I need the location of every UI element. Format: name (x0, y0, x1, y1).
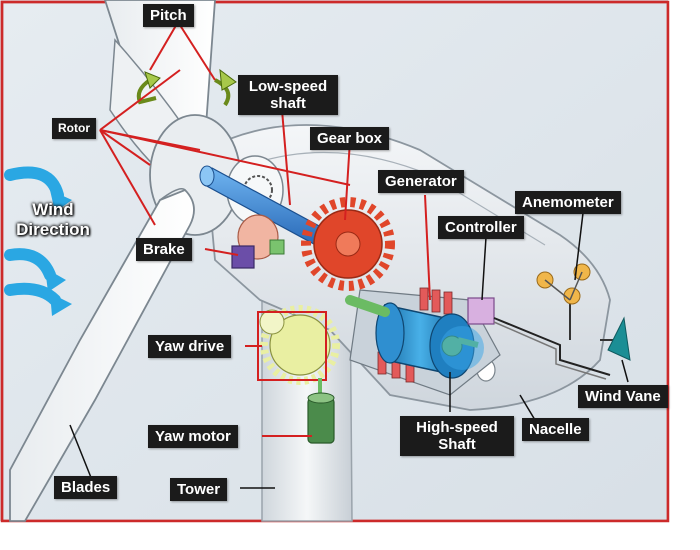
anemometer-art (536, 263, 591, 340)
brake-caliper (231, 245, 255, 269)
label-rotor-text: Rotor (58, 121, 90, 135)
label-pitch-text: Pitch (150, 7, 187, 24)
label-gear-box: Gear box (310, 127, 390, 150)
label-wind-vane: Wind Vane (578, 385, 668, 408)
label-generator: Generator (378, 170, 464, 193)
leader-lines (99, 21, 431, 437)
label-tower: Tower (170, 478, 228, 501)
label-anemometer: Anemometer (515, 191, 621, 214)
gear-box-art (301, 197, 395, 291)
label-wind-direction-line2: Direction (16, 220, 90, 239)
label-yaw-motor: Yaw motor (148, 425, 238, 448)
label-brake: Brake (136, 238, 192, 261)
label-high-speed-shaft-line2: Shaft (438, 436, 476, 453)
label-wind-direction: Wind Direction (4, 200, 102, 240)
label-tower-text: Tower (177, 481, 221, 498)
pitch-arrow-icons (136, 68, 237, 107)
label-yaw-drive-text: Yaw drive (155, 338, 225, 355)
label-pitch: Pitch (143, 4, 194, 27)
label-low-speed-shaft: Low-speed shaft (238, 75, 338, 115)
yaw-motor-art (307, 378, 335, 444)
controller-box (467, 297, 495, 325)
label-nacelle-text: Nacelle (529, 421, 582, 438)
label-anemometer-text: Anemometer (522, 194, 614, 211)
blade-lower (9, 188, 195, 522)
label-blades: Blades (54, 476, 118, 499)
label-low-speed-shaft-line2: shaft (270, 95, 306, 112)
label-generator-text: Generator (385, 173, 457, 190)
label-wind-direction-line1: Wind (32, 200, 74, 219)
label-high-speed-shaft: High-speed Shaft (400, 416, 514, 456)
nacelle (204, 124, 611, 411)
label-high-speed-shaft-line1: High-speed (416, 419, 498, 436)
label-gear-box-text: Gear box (317, 130, 383, 147)
label-low-speed-shaft-line1: Low-speed (248, 78, 328, 95)
label-rotor: Rotor (52, 118, 96, 139)
label-nacelle: Nacelle (522, 418, 589, 441)
label-controller-text: Controller (445, 219, 517, 236)
label-blades-text: Blades (61, 479, 111, 496)
label-wind-vane-text: Wind Vane (585, 388, 661, 405)
wind-vane-art (600, 316, 631, 361)
label-yaw-motor-text: Yaw motor (155, 428, 231, 445)
label-brake-text: Brake (143, 241, 185, 258)
label-yaw-drive: Yaw drive (148, 335, 232, 358)
label-controller: Controller (438, 216, 524, 239)
